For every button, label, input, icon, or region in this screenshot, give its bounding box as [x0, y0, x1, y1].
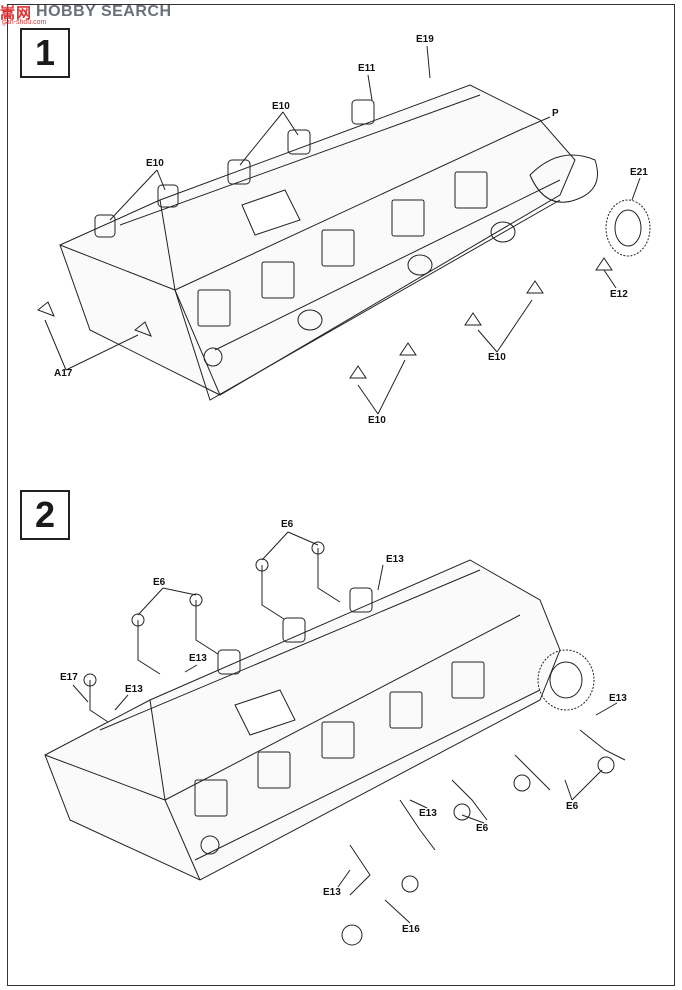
label-e13-bottom: E13: [323, 887, 341, 898]
watermark-chinese: 嵩网: [0, 3, 33, 22]
label-e21: E21: [630, 167, 648, 178]
label-e19: E19: [416, 34, 434, 45]
step-2-number: 2: [20, 490, 70, 540]
label-e13-mid: E13: [189, 653, 207, 664]
label-p: P: [552, 108, 559, 119]
label-e10-bottom: E10: [368, 415, 386, 426]
page-border: [7, 4, 675, 986]
watermark-url: gan-shou.com: [2, 19, 47, 26]
label-e6-right: E6: [566, 801, 579, 812]
step-1-hull-drawing: [37, 45, 651, 415]
label-e11: E11: [358, 63, 376, 74]
label-e13-lower: E13: [419, 808, 437, 819]
label-e17: E17: [60, 672, 78, 683]
label-e10-right: E10: [488, 352, 506, 363]
step-1-number: 1: [20, 28, 70, 78]
label-e16: E16: [402, 924, 420, 935]
label-e12: E12: [610, 289, 628, 300]
label-e10-left: E10: [146, 158, 164, 169]
label-e6-top: E6: [281, 519, 294, 530]
label-e6-left: E6: [153, 577, 166, 588]
watermark-logo: 嵩网 HOBBY SEARCH gan-shou.com: [0, 0, 172, 26]
label-a17: A17: [54, 368, 73, 379]
step-2-hull-drawing: [44, 531, 626, 946]
label-e13-top: E13: [386, 554, 404, 565]
label-e13-left: E13: [125, 684, 143, 695]
label-e13-right: E13: [609, 693, 627, 704]
watermark-brand: HOBBY SEARCH: [36, 3, 172, 20]
label-e6-lower: E6: [476, 823, 489, 834]
label-e10-upper: E10: [272, 101, 290, 112]
